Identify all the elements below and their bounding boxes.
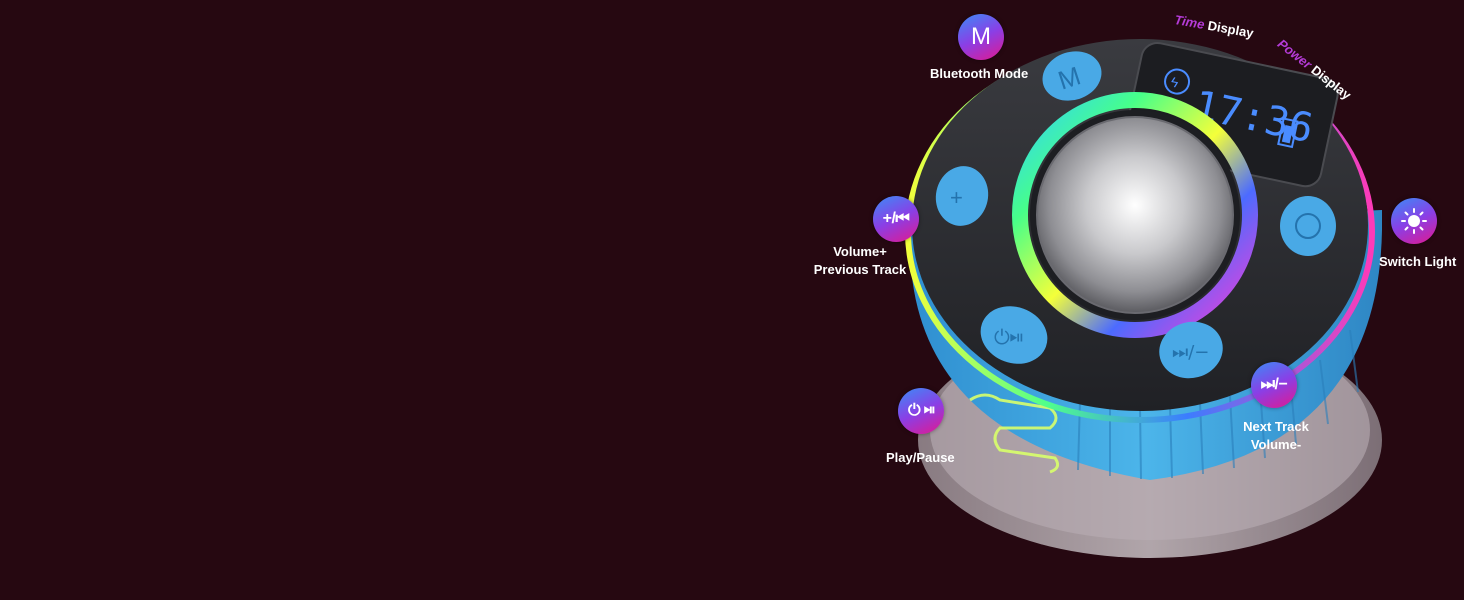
play-pause-button[interactable]: ⏻⏯ — [972, 297, 1055, 373]
play-pause-label: Play/Pause — [886, 450, 955, 465]
bluetooth-mode-label: Bluetooth Mode — [930, 66, 1029, 81]
play-pause-badge: ⏻ ⏯ — [898, 388, 944, 434]
volume-prev-badge: +/⏮ — [873, 196, 919, 242]
next-volume-badge: ⏭/− — [1251, 362, 1297, 408]
chrome-cap — [1037, 117, 1233, 313]
svg-text:ϟ: ϟ — [1169, 73, 1180, 90]
svg-text:⏭/−: ⏭/− — [1172, 342, 1209, 363]
switch-light-button[interactable] — [1280, 196, 1336, 256]
next-volume-down-button[interactable]: ⏭/− — [1153, 315, 1229, 386]
switch-light-label: Switch Light — [1379, 254, 1457, 269]
bluetooth-mode-badge: M — [958, 14, 1004, 60]
bluetooth-mode-button[interactable]: M — [1036, 44, 1108, 108]
switch-light-badge — [1391, 198, 1437, 244]
sun-icon — [1401, 208, 1427, 234]
rgb-light-ring — [1012, 92, 1258, 338]
svg-text:⏻⏯: ⏻⏯ — [994, 325, 1023, 349]
next-volume-label: Next Track Volume- — [1243, 419, 1309, 452]
strap-hook — [969, 393, 1060, 474]
svg-text:+: + — [950, 185, 963, 210]
volume-up-prev-button[interactable]: + — [930, 161, 993, 231]
volume-prev-label: Volume+ Previous Track — [813, 244, 907, 277]
